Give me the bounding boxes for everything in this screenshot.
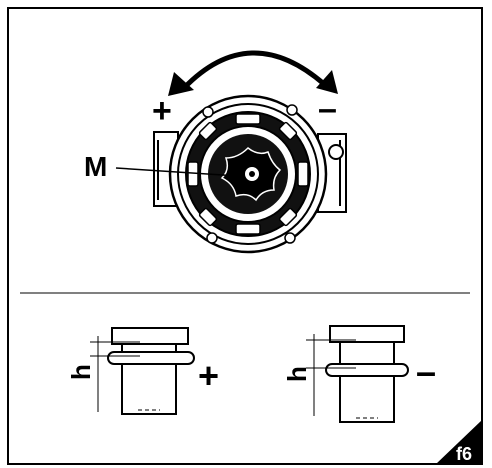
knob-label: M bbox=[84, 151, 107, 182]
plus-label: + bbox=[152, 92, 172, 130]
minus-label: – bbox=[318, 90, 337, 128]
minus-sign-right: – bbox=[416, 351, 436, 392]
height-label-right: h bbox=[282, 366, 312, 382]
corner-tag-label: f6 bbox=[456, 444, 472, 464]
figure-frame bbox=[7, 7, 483, 465]
rotation-arrow bbox=[168, 50, 338, 96]
fitting-right bbox=[306, 325, 409, 423]
corner-tag-shape bbox=[436, 420, 482, 464]
plus-sign-left: + bbox=[198, 355, 219, 396]
adjustment-dial bbox=[168, 94, 328, 254]
height-label-left: h bbox=[66, 364, 96, 380]
knob-leader-line bbox=[115, 167, 239, 177]
fitting-left bbox=[90, 327, 195, 415]
